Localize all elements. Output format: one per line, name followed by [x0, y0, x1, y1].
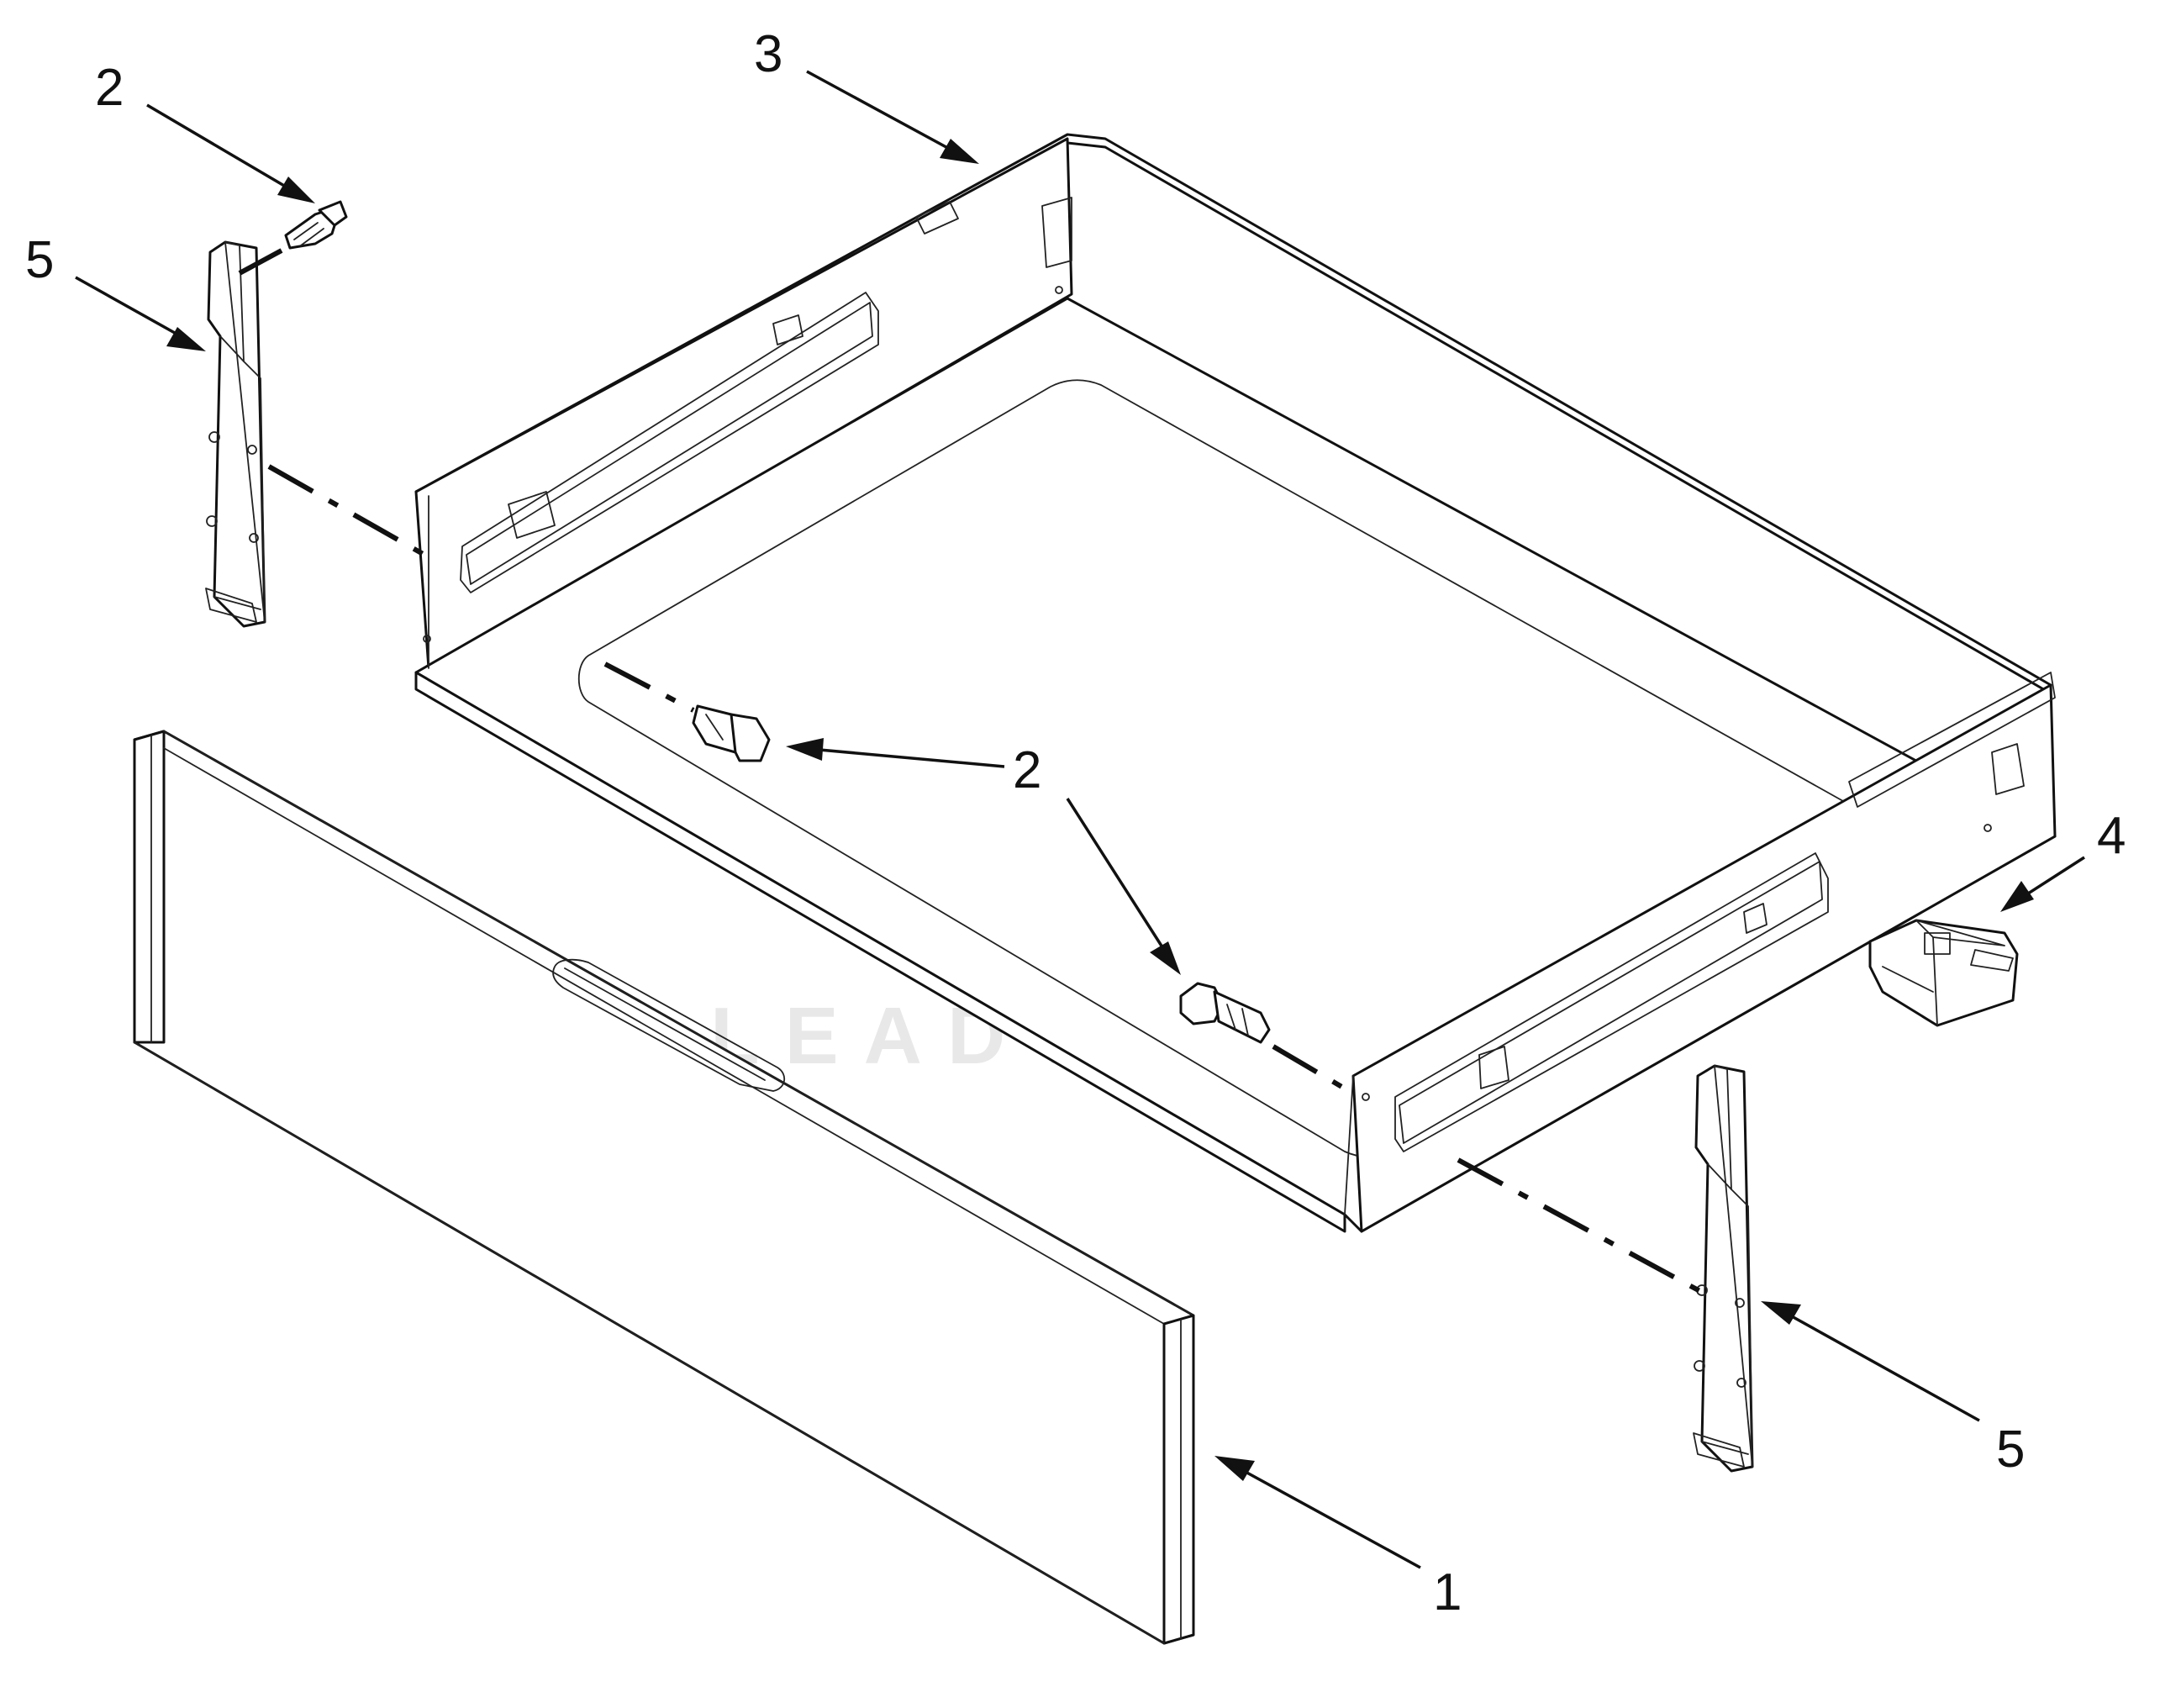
assembly-line-tray-to-right-bracket — [1457, 1157, 1708, 1297]
callout-label-5-left: 5 — [25, 231, 54, 289]
leader-5-left — [75, 276, 182, 338]
callout-labels: 2 3 5 2 4 5 1 — [25, 25, 2126, 1621]
callout-label-3: 3 — [754, 25, 782, 83]
assembly-lines — [238, 248, 1708, 1297]
right-bracket-part-5 — [1693, 1064, 1754, 1473]
callout-label-2-center: 2 — [1013, 741, 1041, 799]
assembly-line-screw-to-left-bracket — [238, 248, 283, 276]
leader-5-right — [1789, 1314, 1980, 1422]
leader-3 — [806, 70, 955, 153]
callout-label-4: 4 — [2097, 807, 2126, 865]
screw-top-left-part-2 — [284, 200, 348, 250]
drawer-tray-part-3 — [414, 133, 2057, 1233]
drawer-clip-part-4 — [1868, 919, 2019, 1027]
leader-2-center-to-lower-screw — [1066, 798, 1166, 951]
left-bracket-part-5 — [205, 240, 266, 628]
callout-label-2-top-left: 2 — [95, 59, 124, 117]
callout-label-1: 1 — [1433, 1563, 1462, 1621]
screw-center-part-2 — [692, 704, 771, 762]
assembly-line-center-screw — [603, 662, 695, 713]
leader-2-top-left — [146, 103, 291, 191]
screw-lower-part-2 — [1179, 982, 1271, 1044]
callout-label-5-right: 5 — [1996, 1421, 2025, 1479]
assembly-line-lower-screw — [1272, 1044, 1346, 1091]
callout-leaders — [75, 70, 2085, 1569]
leader-1 — [1243, 1469, 1421, 1569]
leader-2-center-to-screw — [819, 748, 1005, 768]
leader-4 — [2025, 856, 2085, 897]
assembly-line-left-bracket-to-tray — [267, 464, 426, 557]
drawer-front-panel-part-1 — [133, 730, 1195, 1645]
